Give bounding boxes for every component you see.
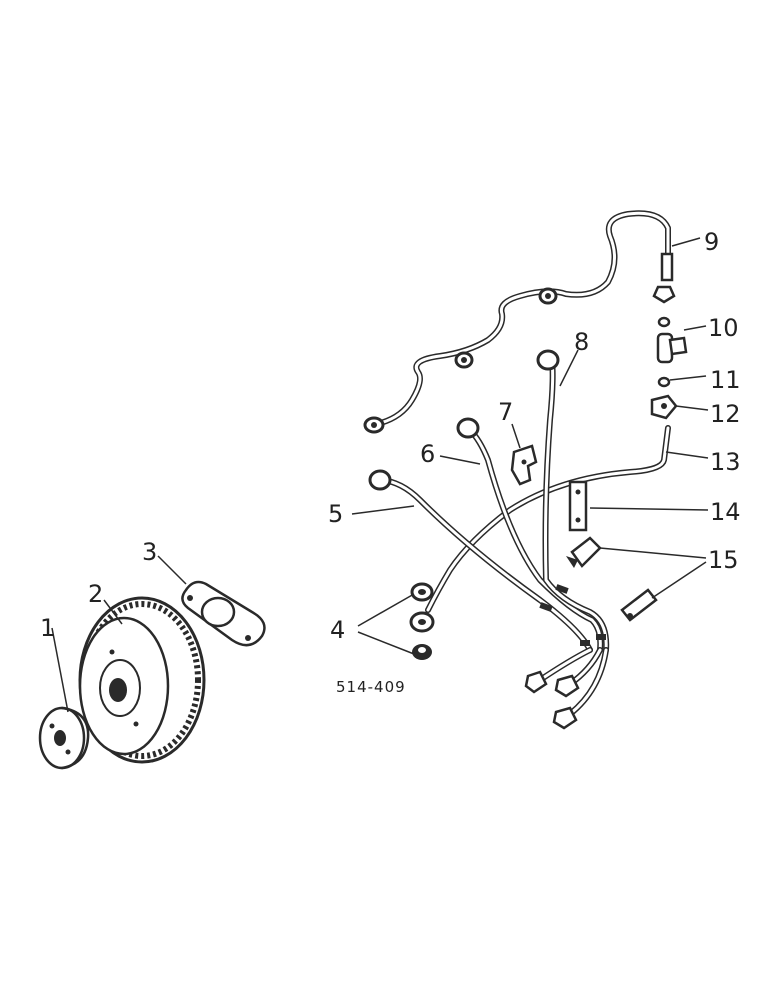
callout-10: 10 [708, 314, 739, 342]
callout-5: 5 [328, 500, 343, 528]
leader-lines [51, 237, 709, 713]
callout-4: 4 [330, 616, 345, 644]
callout-11: 11 [710, 366, 741, 394]
part-3-gasket [181, 580, 266, 647]
part-2-gear [78, 596, 206, 764]
part-7-clamp [510, 444, 538, 486]
callout-14: 14 [710, 498, 741, 526]
part-4-washers [409, 582, 435, 660]
part-9-leak-off-pipe [363, 210, 674, 434]
part-13-pipe [425, 425, 671, 613]
part-15-clips [566, 536, 658, 622]
callout-12: 12 [710, 400, 741, 428]
callout-7: 7 [498, 398, 513, 426]
callout-6: 6 [420, 440, 435, 468]
callout-labels: 1 2 3 4 5 6 7 8 9 10 11 12 13 14 15 [40, 228, 741, 644]
part-10-12-fittings [650, 285, 688, 420]
figure-code: 514-409 [336, 678, 406, 696]
callout-13: 13 [710, 448, 741, 476]
callout-8: 8 [574, 328, 589, 356]
callout-1: 1 [40, 614, 55, 642]
injector-pipes [368, 349, 610, 730]
part-14-plate [568, 480, 588, 532]
callout-2: 2 [88, 580, 103, 608]
part-1-hub [38, 706, 90, 770]
callout-3: 3 [142, 538, 157, 566]
callout-9: 9 [704, 228, 719, 256]
callout-15: 15 [708, 546, 739, 574]
